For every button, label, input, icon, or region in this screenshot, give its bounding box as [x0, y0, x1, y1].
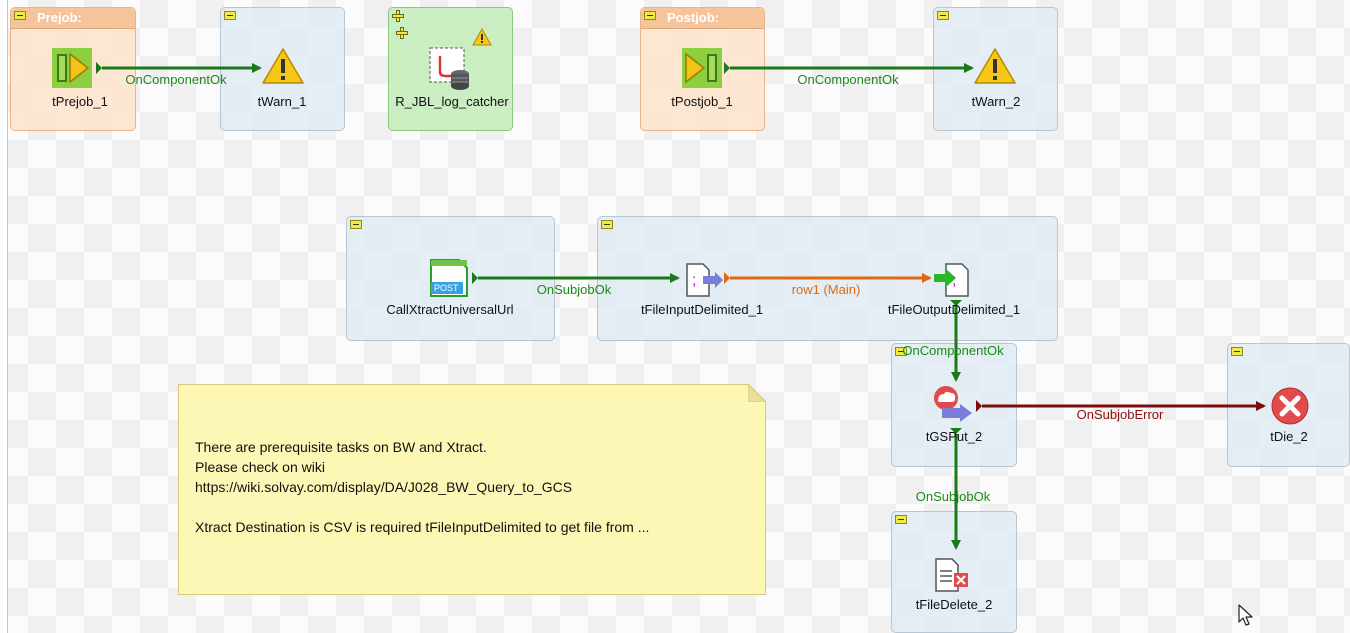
- component-label[interactable]: tGSPut_2: [925, 429, 983, 444]
- component-label[interactable]: tPostjob_1: [671, 94, 733, 109]
- mouse-pointer-icon: [1238, 604, 1253, 626]
- component-label[interactable]: R_JBL_log_catcher: [395, 94, 509, 109]
- link-label[interactable]: OnSubjobError: [1076, 407, 1164, 422]
- component-label[interactable]: tFileDelete_2: [915, 597, 993, 612]
- link-label[interactable]: OnSubjobOk: [536, 282, 612, 297]
- link-label[interactable]: OnComponentOk: [797, 72, 899, 87]
- component-label[interactable]: tFileOutputDelimited_1: [887, 302, 1021, 317]
- svg-text:;: ;: [692, 272, 696, 289]
- expand-icon: [396, 27, 408, 39]
- canvas-left-border: [0, 0, 8, 633]
- prejob-subjob-header: [11, 8, 135, 29]
- link-subjob-ok-2[interactable]: [950, 428, 962, 550]
- postjob-subjob-title: Postjob:: [667, 10, 719, 25]
- postjob-subjob-header: [641, 8, 764, 29]
- post-badge: POST: [434, 283, 459, 293]
- postjob-icon[interactable]: [682, 48, 726, 88]
- collapse-subjob-button[interactable]: [644, 11, 656, 20]
- component-label[interactable]: tWarn_2: [971, 94, 1021, 109]
- note-line: There are prerequisite tasks on BW and X…: [195, 439, 487, 455]
- link-row1-main[interactable]: [724, 272, 932, 284]
- note-line: Xtract Destination is CSV is required tF…: [195, 519, 650, 535]
- cloud-upload-icon[interactable]: [930, 384, 976, 424]
- component-label[interactable]: tWarn_1: [257, 94, 307, 109]
- component-label[interactable]: tFileInputDelimited_1: [640, 302, 764, 317]
- note-text: There are prerequisite tasks on BW and X…: [195, 437, 649, 537]
- note-fold-corner: [748, 384, 766, 402]
- collapse-subjob-button[interactable]: [1231, 347, 1243, 356]
- svg-text:;: ;: [952, 272, 956, 289]
- link-subjob-ok-1[interactable]: [472, 272, 680, 284]
- component-label[interactable]: tDie_2: [1270, 429, 1308, 444]
- http-post-icon[interactable]: POST: [429, 258, 469, 298]
- warning-icon[interactable]: [262, 47, 304, 85]
- collapse-subjob-button[interactable]: [895, 347, 907, 356]
- log-catcher-icon[interactable]: [428, 46, 472, 90]
- link-label[interactable]: OnComponentOk: [902, 343, 1004, 358]
- link-subjob-error[interactable]: [976, 400, 1266, 412]
- component-label[interactable]: tPrejob_1: [52, 94, 108, 109]
- link-label[interactable]: OnSubjobOk: [915, 489, 991, 504]
- die-icon[interactable]: [1270, 386, 1310, 426]
- file-delete-icon[interactable]: [934, 557, 974, 595]
- sticky-note[interactable]: There are prerequisite tasks on BW and X…: [178, 384, 766, 595]
- warning-icon[interactable]: [974, 47, 1016, 85]
- prejob-subjob-title: Prejob:: [37, 10, 82, 25]
- collapse-subjob-button[interactable]: [937, 11, 949, 20]
- collapse-subjob-button[interactable]: [601, 220, 613, 229]
- link-postjob-ok[interactable]: [724, 62, 974, 74]
- collapse-subjob-button[interactable]: [895, 515, 907, 524]
- link-label[interactable]: OnComponentOk: [125, 72, 227, 87]
- link-output-ok[interactable]: [950, 300, 962, 382]
- expand-subjob-button[interactable]: [392, 10, 404, 22]
- note-line: Please check on wiki: [195, 459, 325, 475]
- collapse-subjob-button[interactable]: [224, 11, 236, 20]
- file-input-icon[interactable]: ;: [683, 262, 723, 298]
- link-prejob-ok[interactable]: [96, 62, 262, 74]
- file-output-icon[interactable]: ;: [932, 262, 972, 298]
- link-label[interactable]: row1 (Main): [791, 282, 861, 297]
- collapse-subjob-button[interactable]: [350, 220, 362, 229]
- collapse-subjob-button[interactable]: [14, 11, 26, 20]
- prejob-icon[interactable]: [52, 48, 96, 88]
- warning-icon: [472, 28, 492, 46]
- note-line: https://wiki.solvay.com/display/DA/J028_…: [195, 479, 573, 495]
- component-label[interactable]: CallXtractUniversalUrl: [386, 302, 514, 317]
